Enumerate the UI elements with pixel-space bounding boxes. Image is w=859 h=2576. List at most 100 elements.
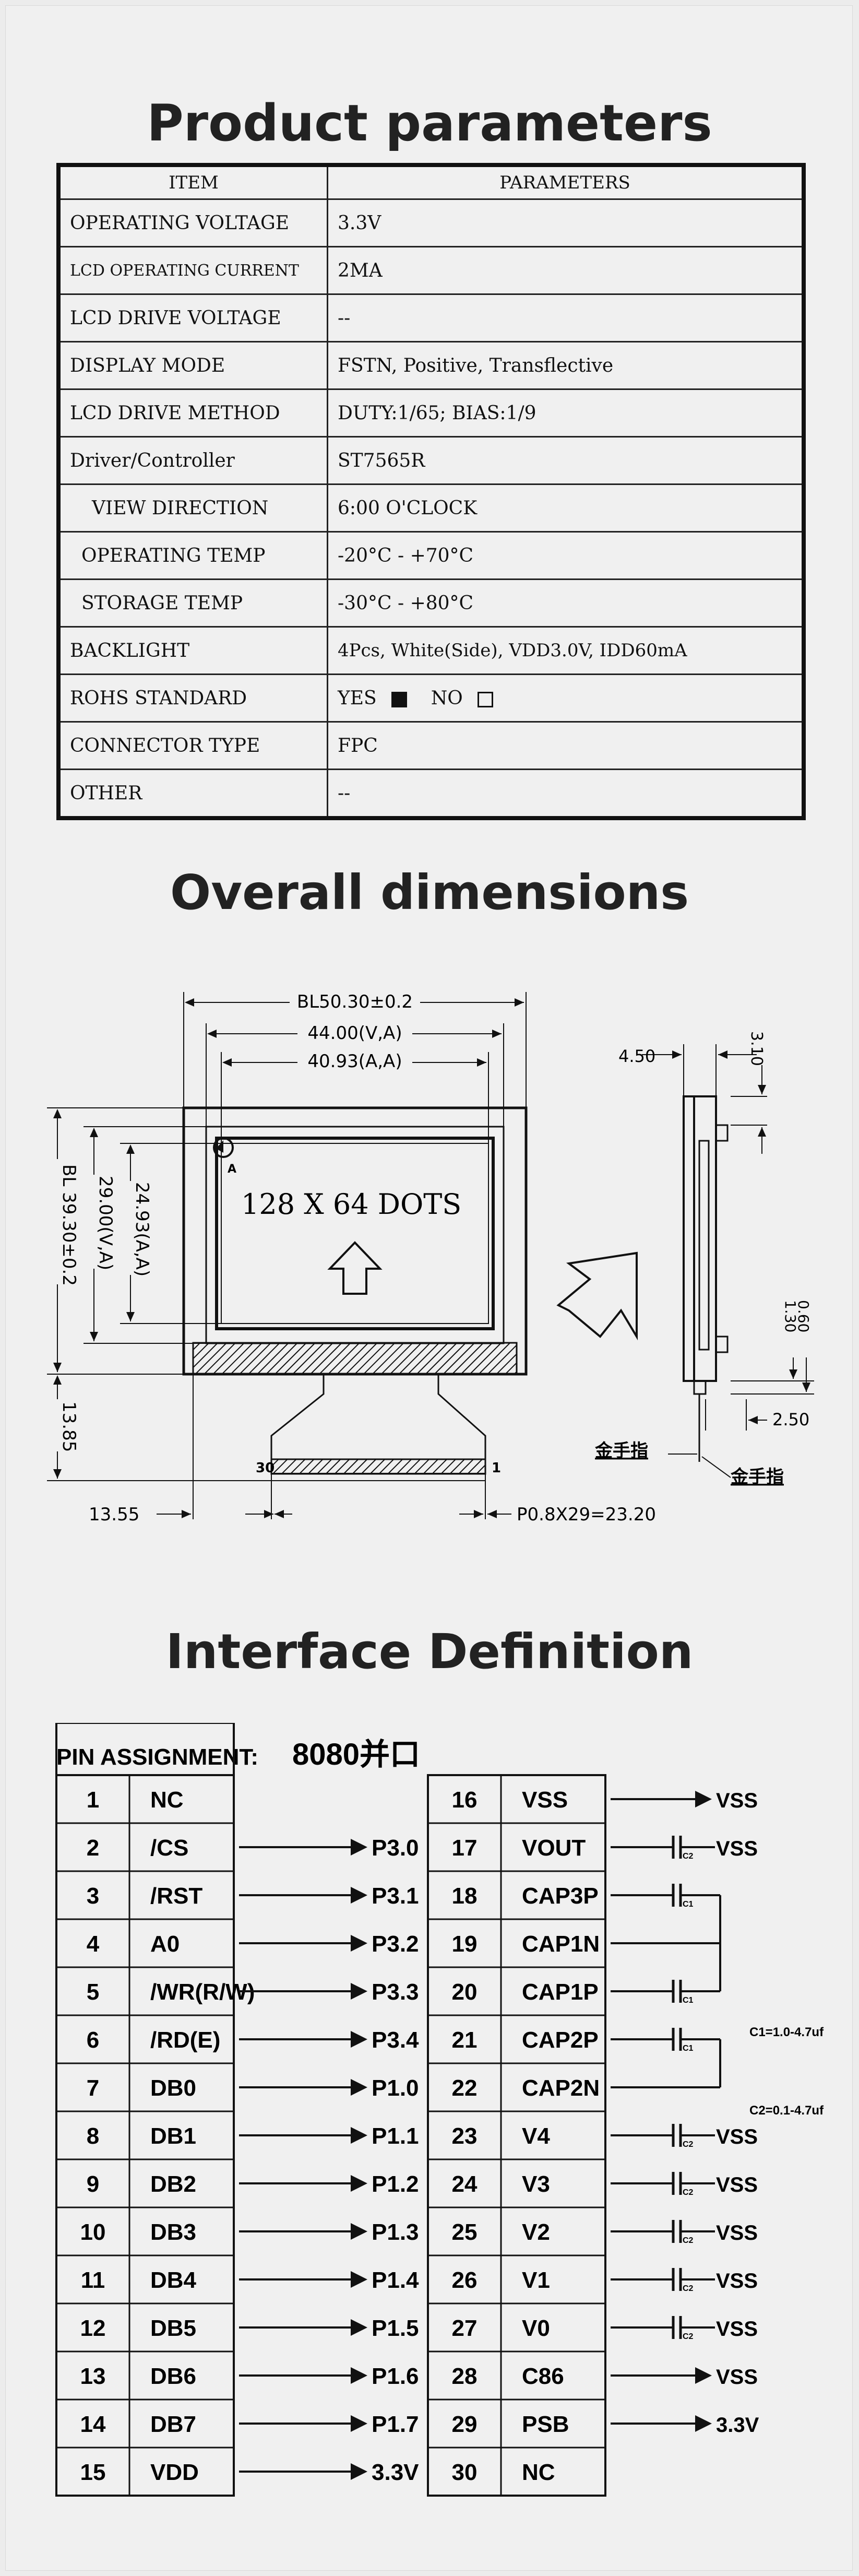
rohs-no-checkbox (477, 691, 493, 707)
pin-name: /RST (150, 1883, 202, 1909)
capacitor-tag: C1 (683, 1900, 694, 1909)
table-row: OPERATING TEMP-20°C - +70°C (57, 531, 805, 580)
side-d1-dim: 1.30 (782, 1300, 799, 1332)
c1-note: C1=1.0-4.7uf (749, 2025, 824, 2039)
signal-target: VSS (716, 1837, 758, 1860)
signal-target: P1.3 (372, 2219, 419, 2245)
pin-name: DB6 (150, 2364, 196, 2389)
signal-target: VSS (716, 2366, 758, 2389)
pin-name: DB5 (150, 2315, 196, 2341)
param-item: VIEW DIRECTION (57, 483, 328, 533)
pin-number: 29 (452, 2412, 478, 2437)
signal-target: P1.6 (372, 2364, 419, 2389)
pin-name: V3 (522, 2171, 550, 2197)
param-item: OPERATING TEMP (57, 531, 328, 580)
table-row: OTHER-- (57, 769, 805, 819)
signal-target: VSS (716, 2221, 758, 2244)
capacitor-tag: C2 (683, 2284, 694, 2293)
signal-target: P3.3 (372, 1979, 419, 2005)
bl-width-dim: BL50.30±0.2 (297, 991, 413, 1012)
pin-name: /CS (150, 1835, 188, 1861)
signal-target: P1.7 (372, 2412, 419, 2437)
pin-number: 23 (452, 2123, 478, 2149)
rohs-no-label: NO (431, 687, 463, 709)
signal-target: P1.1 (372, 2123, 419, 2149)
side-top-dim: 3.10 (747, 1031, 766, 1066)
pin-name: VOUT (522, 1835, 586, 1861)
pin-name: V4 (522, 2123, 550, 2149)
pin-number: 2 (87, 1835, 99, 1861)
pin-name: DB0 (150, 2075, 196, 2101)
pin-name: A0 (150, 1931, 180, 1957)
signal-target: VSS (716, 1789, 758, 1812)
signal-target: P3.1 (372, 1883, 419, 1909)
pin-number: 10 (80, 2219, 106, 2245)
pin-number: 4 (87, 1931, 100, 1957)
finger-label-2: 金手指 (730, 1467, 784, 1487)
signal-target: VSS (716, 2173, 758, 2196)
param-item: DISPLAY MODE (57, 341, 328, 390)
pin-number: 22 (452, 2075, 478, 2101)
pin-name: V0 (522, 2315, 550, 2341)
signal-target: P3.2 (372, 1931, 419, 1957)
interface-definition-title: Interface Definition (165, 1624, 694, 1680)
header-parameters: PARAMETERS (327, 164, 805, 200)
pin-number: 13 (80, 2364, 106, 2389)
pin-number: 30 (452, 2460, 478, 2485)
side-d2-dim: 0.60 (795, 1300, 812, 1332)
pin-number: 5 (87, 1979, 99, 2005)
param-item: LCD DRIVE VOLTAGE (57, 293, 328, 342)
left-pin-table (55, 1774, 235, 2497)
pin-name: V2 (522, 2219, 550, 2245)
capacitor-tag: C1 (683, 1996, 694, 2005)
signal-target: P3.0 (372, 1835, 419, 1861)
pin-number: 26 (452, 2267, 478, 2293)
param-value: FSTN, Positive, Transflective (327, 341, 805, 390)
param-value: FPC (327, 721, 805, 770)
pin-name: VSS (522, 1787, 568, 1813)
finger-label-1: 金手指 (594, 1440, 648, 1461)
signal-target: P1.4 (372, 2267, 419, 2293)
pin-number: 12 (80, 2315, 106, 2341)
va-height-dim: 29.00(V,A) (95, 1176, 116, 1270)
rohs-yes-checkbox (391, 691, 407, 707)
capacitor-tag: C2 (683, 2140, 694, 2149)
orientation-arrow-icon (327, 1241, 383, 1295)
param-value: 6:00 O'CLOCK (327, 483, 805, 533)
param-item: Driver/Controller (57, 436, 328, 485)
param-item: LCD DRIVE METHOD (57, 388, 328, 438)
param-value: -- (327, 769, 805, 819)
pin-number: 11 (81, 2267, 105, 2293)
pin-number: 28 (452, 2364, 478, 2389)
pin-name: DB7 (150, 2412, 196, 2437)
tail-length-dim: 13.85 (58, 1401, 79, 1452)
pin-number: 3 (87, 1883, 99, 1909)
c2-note: C2=0.1-4.7uf (749, 2104, 824, 2118)
pin-name: CAP1N (522, 1931, 600, 1957)
pin-number: 14 (80, 2412, 106, 2437)
aa-height-dim: 24.93(A,A) (132, 1182, 152, 1277)
overall-dimensions-title: Overall dimensions (170, 865, 689, 920)
table-row: STORAGE TEMP-30°C - +80°C (57, 578, 805, 628)
param-item: OTHER (57, 769, 328, 819)
signal-target: VSS (716, 2270, 758, 2293)
pin-a-label: A (228, 1163, 236, 1176)
side-depth-dim: 4.50 (618, 1046, 655, 1066)
view-arrow-icon (556, 1251, 638, 1341)
pin-number: 21 (452, 2027, 478, 2053)
pin-number: 17 (452, 1835, 478, 1861)
pin-number: 9 (87, 2171, 99, 2197)
param-item: STORAGE TEMP (57, 578, 328, 628)
dimension-drawing: A 128 X 64 DOTS BL50.30±0.2 44.00(V,A) 4… (47, 991, 814, 1525)
pin-name: /WR(R/W) (150, 1979, 255, 2005)
pin-number: 25 (452, 2219, 478, 2245)
side-d3-dim: 2.50 (772, 1410, 809, 1429)
pin-number: 18 (452, 1883, 478, 1909)
